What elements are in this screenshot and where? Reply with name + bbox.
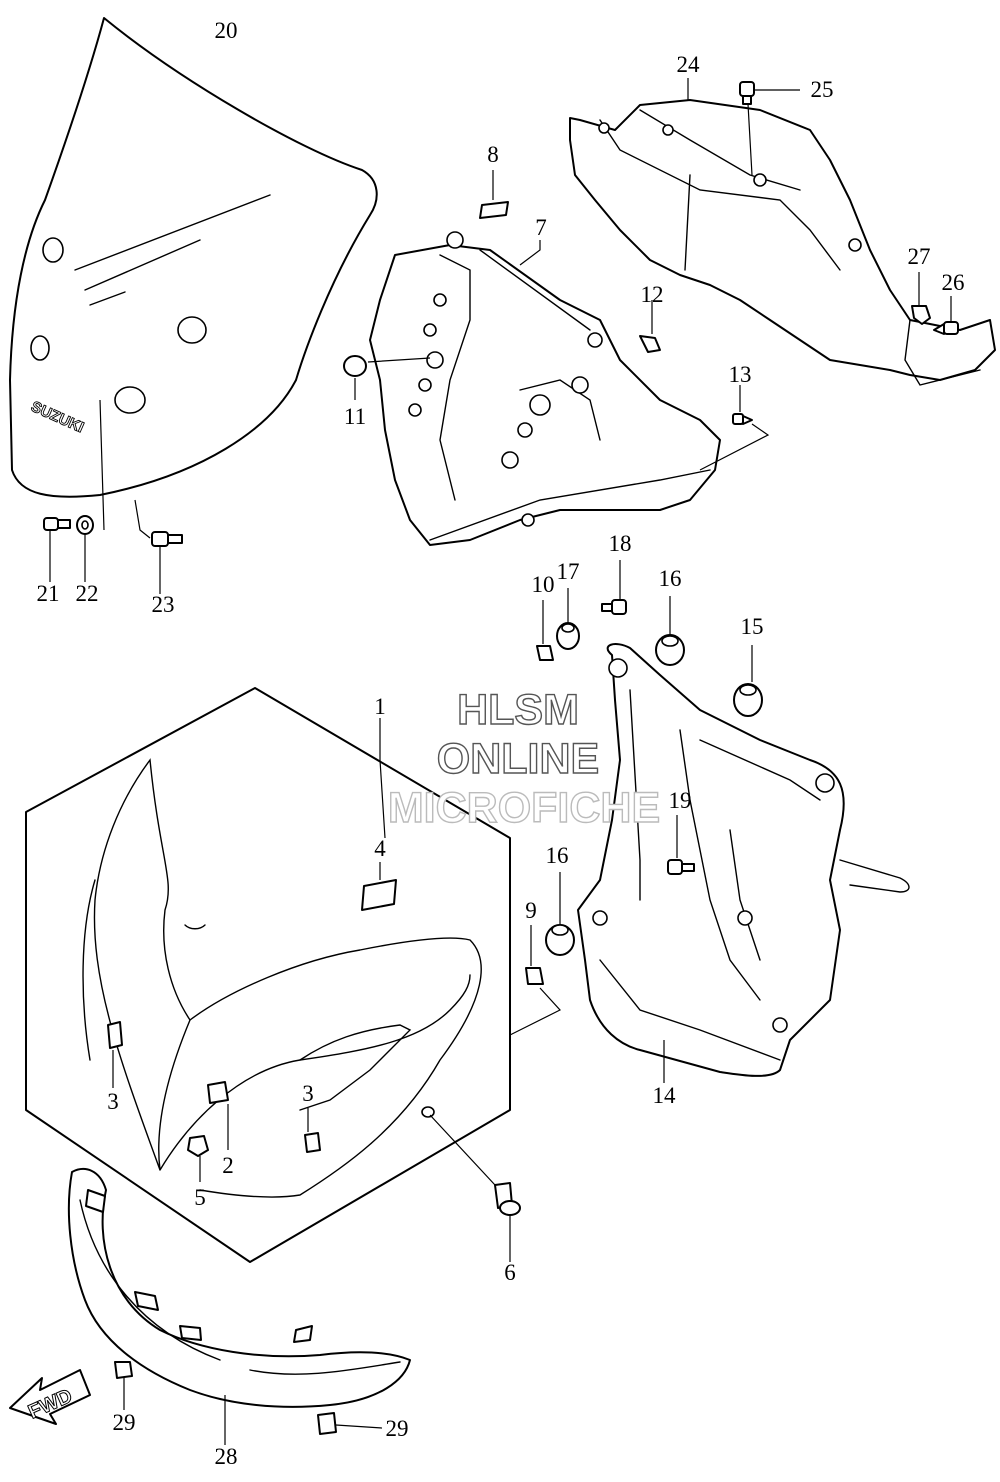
bolt-18[interactable]	[601, 560, 627, 615]
screw-13[interactable]	[699, 385, 770, 471]
label-8[interactable]	[479, 170, 509, 219]
damper-16-lower[interactable]	[545, 872, 575, 956]
screw-6[interactable]	[429, 1114, 521, 1262]
callout-21: 21	[37, 581, 60, 606]
bolt-19[interactable]	[667, 815, 695, 875]
cowling-body[interactable]	[25, 687, 511, 1263]
nut-10[interactable]	[536, 600, 554, 661]
clip-5[interactable]	[187, 1135, 209, 1182]
callout-14: 14	[653, 1083, 677, 1108]
clip-12[interactable]	[639, 300, 661, 353]
clip-27[interactable]	[911, 272, 931, 325]
screw-26[interactable]	[933, 296, 959, 335]
callout-25: 25	[811, 77, 834, 102]
collar-17[interactable]	[556, 588, 580, 650]
clip-29-left[interactable]	[114, 1361, 133, 1410]
damper-16-upper[interactable]	[655, 596, 685, 666]
callout-7: 7	[535, 215, 547, 240]
callout-9: 9	[525, 898, 537, 923]
callout-29-left: 29	[113, 1410, 136, 1435]
callout-10: 10	[532, 572, 555, 597]
callout-20: 20	[215, 18, 238, 43]
callout-24: 24	[677, 52, 701, 77]
watermark: HLSM ONLINE MICROFICHE	[387, 685, 661, 832]
callout-29-right: 29	[386, 1416, 409, 1441]
callout-3-left: 3	[107, 1089, 119, 1114]
callout-13: 13	[729, 362, 752, 387]
callout-22: 22	[76, 581, 99, 606]
callouts: 1 2 3 3 4 5 6 7 8 9 10 11 12 13 14 15 16…	[37, 18, 965, 1469]
callout-28: 28	[215, 1444, 238, 1469]
screw-21[interactable]	[43, 517, 71, 582]
callout-12: 12	[641, 282, 664, 307]
under-cowl[interactable]	[67, 1168, 411, 1445]
callout-4: 4	[374, 836, 386, 861]
callout-11: 11	[344, 404, 366, 429]
clip-29-right[interactable]	[317, 1412, 383, 1435]
watermark-line-3: MICROFICHE	[388, 784, 660, 832]
callout-16-lower: 16	[546, 843, 569, 868]
upper-duct[interactable]	[569, 78, 996, 386]
callout-15: 15	[741, 614, 764, 639]
screw-23[interactable]	[151, 531, 183, 594]
damper-15[interactable]	[733, 645, 763, 717]
callout-17: 17	[557, 559, 580, 584]
cap-11[interactable]	[343, 355, 431, 400]
callout-3-right: 3	[302, 1081, 314, 1106]
callout-27: 27	[908, 244, 931, 269]
washer-22[interactable]	[76, 515, 94, 582]
callout-1: 1	[374, 694, 386, 719]
watermark-line-1: HLSM	[457, 686, 579, 734]
callout-5: 5	[194, 1185, 206, 1210]
callout-6: 6	[504, 1260, 516, 1285]
callout-8: 8	[487, 142, 499, 167]
forward-arrow: FWD	[9, 1369, 91, 1425]
watermark-line-2: ONLINE	[437, 735, 599, 783]
callout-23: 23	[152, 592, 175, 617]
callout-26: 26	[942, 270, 965, 295]
callout-2: 2	[222, 1153, 234, 1178]
callout-16-upper: 16	[659, 566, 682, 591]
callout-19: 19	[669, 788, 692, 813]
windscreen[interactable]: SUZUKI	[9, 17, 378, 539]
inner-cowl[interactable]	[369, 231, 721, 546]
bolt-25[interactable]	[739, 81, 800, 176]
callout-18: 18	[609, 531, 632, 556]
frame-bracket[interactable]	[577, 643, 910, 1083]
